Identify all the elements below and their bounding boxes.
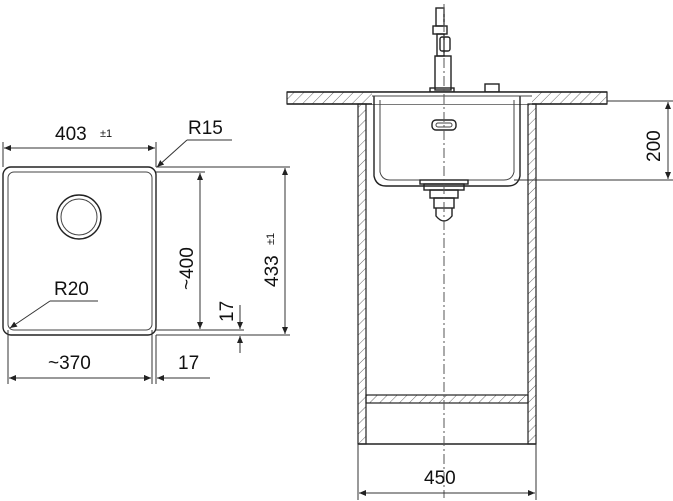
- label-rim-side-17: 17: [178, 353, 199, 374]
- label-r20: R20: [54, 279, 89, 300]
- label-rim-bottom-17: 17: [217, 301, 238, 322]
- sink-bowl-section: [373, 96, 521, 187]
- countertop: [286, 91, 608, 105]
- drain-inner: [60, 198, 98, 236]
- sink-outer-outline: [2, 166, 157, 336]
- leader-r20: [9, 300, 51, 329]
- side-view: 200 450: [286, 4, 673, 500]
- label-height-433: 433: [262, 255, 283, 287]
- label-width-tol: ±1: [100, 128, 112, 140]
- faucet: [429, 7, 500, 93]
- top-view: 403 ±1 R15 R20 ~400 433 ±1 17 ~370: [2, 118, 290, 384]
- cabinet: [357, 103, 537, 445]
- leader-r15: [156, 139, 188, 168]
- label-height-433-tol: ±1: [265, 233, 277, 245]
- label-r15: R15: [188, 118, 223, 139]
- label-width-370: ~370: [48, 353, 91, 374]
- label-width-403: 403: [55, 124, 87, 145]
- drain-outer: [56, 194, 102, 240]
- sink-bowl-outline: [7, 171, 153, 331]
- label-depth-200: 200: [644, 130, 665, 162]
- label-cabinet-450: 450: [424, 468, 456, 489]
- label-height-400: ~400: [177, 247, 198, 290]
